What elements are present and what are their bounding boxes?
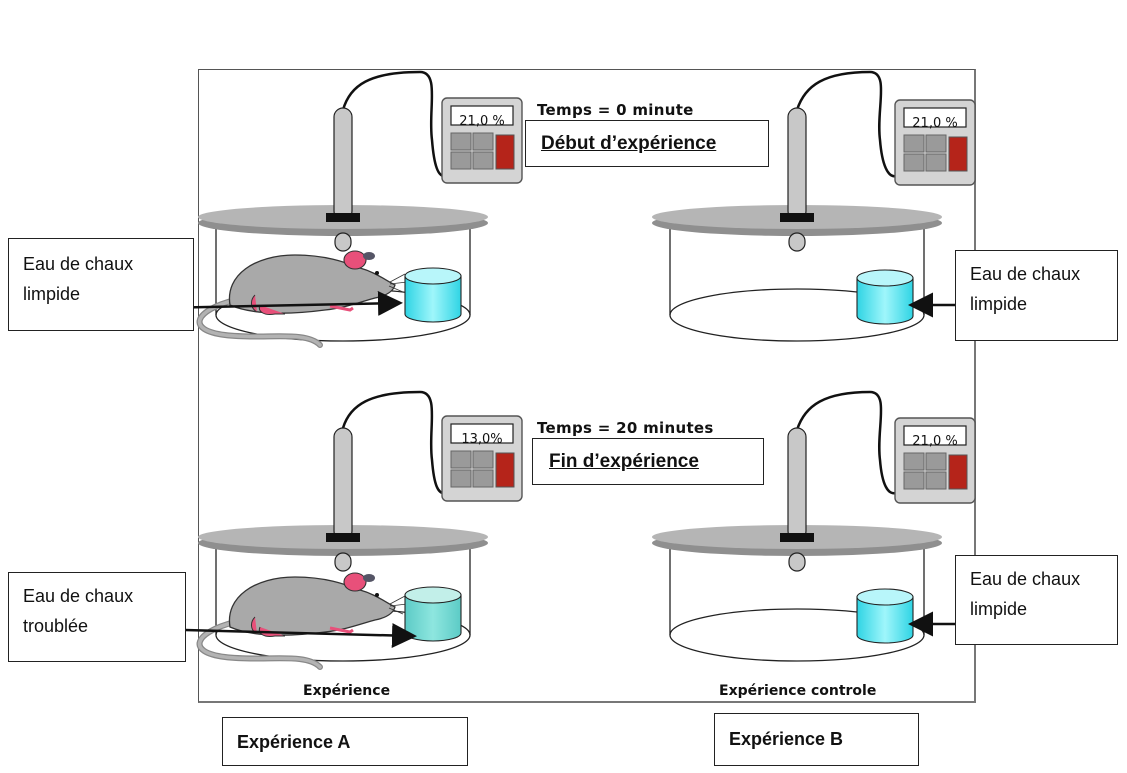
- jar-start-a: [198, 70, 489, 345]
- callout-line: Eau de chaux: [970, 264, 1081, 284]
- jar-end-a: [198, 390, 489, 667]
- time-label-end: Temps = 20 minutes: [537, 419, 714, 437]
- diagram-frame: [198, 69, 976, 703]
- mouse-icon: [200, 251, 407, 345]
- callout-line: limpide: [970, 599, 1028, 619]
- callout-line: limpide: [23, 284, 81, 304]
- caption-control: Expérience controle: [719, 683, 877, 699]
- callout-end-a: Eau de chaux troublée: [8, 572, 186, 662]
- beaker-clear-icon: [856, 588, 914, 644]
- callout-line: Eau de chaux: [23, 586, 134, 606]
- callout-line: troublée: [23, 616, 89, 636]
- callout-start-a: Eau de chaux limpide: [8, 238, 194, 331]
- banner-end: Fin d’expérience: [532, 438, 764, 485]
- beaker-clear-icon: [856, 269, 914, 325]
- oxygen-meter-start-b: 21,0 %: [894, 99, 976, 186]
- jar-end-b: [651, 390, 943, 662]
- banner-end-text: Fin d’expérience: [549, 451, 699, 472]
- jar-start-b: [651, 70, 943, 342]
- probe-cable: [341, 70, 447, 178]
- banner-start-text: Début d’expérience: [541, 133, 717, 154]
- svg-text:21,0 %: 21,0 %: [912, 116, 957, 131]
- callout-line: Eau de chaux: [23, 254, 134, 274]
- beaker-clear-icon: [404, 267, 462, 323]
- oxygen-meter-end-b: 21,0 %: [894, 417, 976, 504]
- callout-end-b: Eau de chaux limpide: [955, 555, 1118, 645]
- oxygen-meter-start-a: 21,0 %: [441, 97, 523, 184]
- callout-line: limpide: [970, 294, 1028, 314]
- svg-text:13,0%: 13,0%: [461, 432, 502, 447]
- caption-experiment: Expérience: [303, 683, 391, 699]
- svg-text:21,0 %: 21,0 %: [912, 434, 957, 449]
- experiment-b-label: Expérience B: [714, 713, 919, 766]
- time-label-start: Temps = 0 minute: [537, 101, 694, 119]
- oxygen-meter-end-a: 13,0%: [441, 415, 523, 502]
- arrow: [159, 290, 403, 316]
- banner-start: Début d’expérience: [525, 120, 769, 167]
- mouse-icon: [200, 573, 407, 667]
- callout-line: Eau de chaux: [970, 569, 1081, 589]
- beaker-cloudy-icon: [404, 586, 462, 642]
- callout-start-b: Eau de chaux limpide: [955, 250, 1118, 341]
- meter-reading: 21,0 %: [459, 114, 504, 129]
- experiment-a-label: Expérience A: [222, 717, 468, 766]
